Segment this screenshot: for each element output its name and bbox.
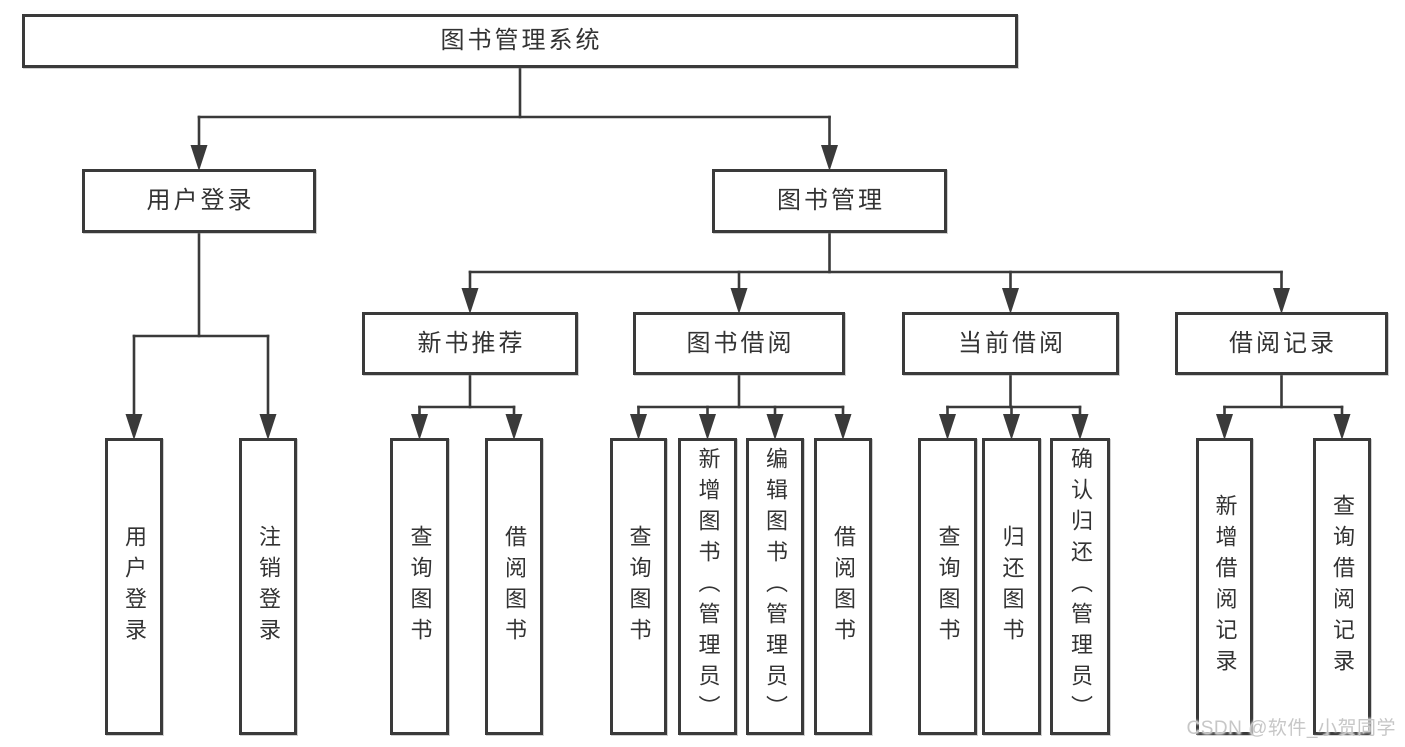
node-label-current-borrow: 当前借阅 xyxy=(958,329,1066,357)
node-label-user-login-action: 用户登录 xyxy=(122,524,147,649)
node-br-add-record: 新增借阅记录 xyxy=(1196,438,1253,735)
node-current-borrow: 当前借阅 xyxy=(902,312,1119,375)
node-label-bb-edit-book: 编辑图书（管理员） xyxy=(763,447,788,726)
node-book-management: 图书管理 xyxy=(712,169,947,233)
node-book-borrow: 图书借阅 xyxy=(633,312,845,375)
node-label-logout-action: 注销登录 xyxy=(256,524,281,649)
node-label-br-add-record: 新增借阅记录 xyxy=(1212,493,1238,680)
node-bb-edit-book: 编辑图书（管理员） xyxy=(746,438,804,735)
node-label-borrow-record: 借阅记录 xyxy=(1229,329,1337,357)
node-label-root: 图书管理系统 xyxy=(440,27,603,54)
node-cb-return-book: 归还图书 xyxy=(982,438,1041,735)
node-nb-query-book: 查询图书 xyxy=(390,438,449,735)
node-cb-confirm-return: 确认归还（管理员） xyxy=(1050,438,1110,735)
node-label-cb-confirm-return: 确认归还（管理员） xyxy=(1068,447,1093,726)
node-root: 图书管理系统 xyxy=(22,14,1018,68)
node-br-query-record: 查询借阅记录 xyxy=(1313,438,1371,735)
node-user-login: 用户登录 xyxy=(82,169,316,233)
node-label-new-book-recommend: 新书推荐 xyxy=(417,329,526,357)
node-label-bb-add-book: 新增图书（管理员） xyxy=(695,447,721,726)
node-label-nb-query-book: 查询图书 xyxy=(407,524,433,649)
node-label-book-management: 图书管理 xyxy=(777,187,885,214)
node-nb-borrow-book: 借阅图书 xyxy=(485,438,543,735)
node-bb-borrow-book: 借阅图书 xyxy=(814,438,872,735)
node-label-book-borrow: 图书借阅 xyxy=(686,329,795,357)
node-new-book-recommend: 新书推荐 xyxy=(362,312,578,375)
node-label-bb-query-book: 查询图书 xyxy=(626,524,652,649)
node-label-bb-borrow-book: 借阅图书 xyxy=(831,524,856,649)
node-borrow-record: 借阅记录 xyxy=(1175,312,1388,375)
node-label-br-query-record: 查询借阅记录 xyxy=(1330,493,1355,680)
node-label-cb-query-book: 查询图书 xyxy=(935,524,961,649)
node-user-login-action: 用户登录 xyxy=(105,438,163,735)
node-label-user-login: 用户登录 xyxy=(146,187,255,214)
node-bb-add-book: 新增图书（管理员） xyxy=(678,438,737,735)
node-cb-query-book: 查询图书 xyxy=(918,438,977,735)
node-label-cb-return-book: 归还图书 xyxy=(999,524,1025,649)
node-logout-action: 注销登录 xyxy=(239,438,297,735)
node-bb-query-book: 查询图书 xyxy=(610,438,667,735)
node-label-nb-borrow-book: 借阅图书 xyxy=(502,524,527,649)
watermark: CSDN @软件_小贺同学 xyxy=(1186,718,1396,739)
